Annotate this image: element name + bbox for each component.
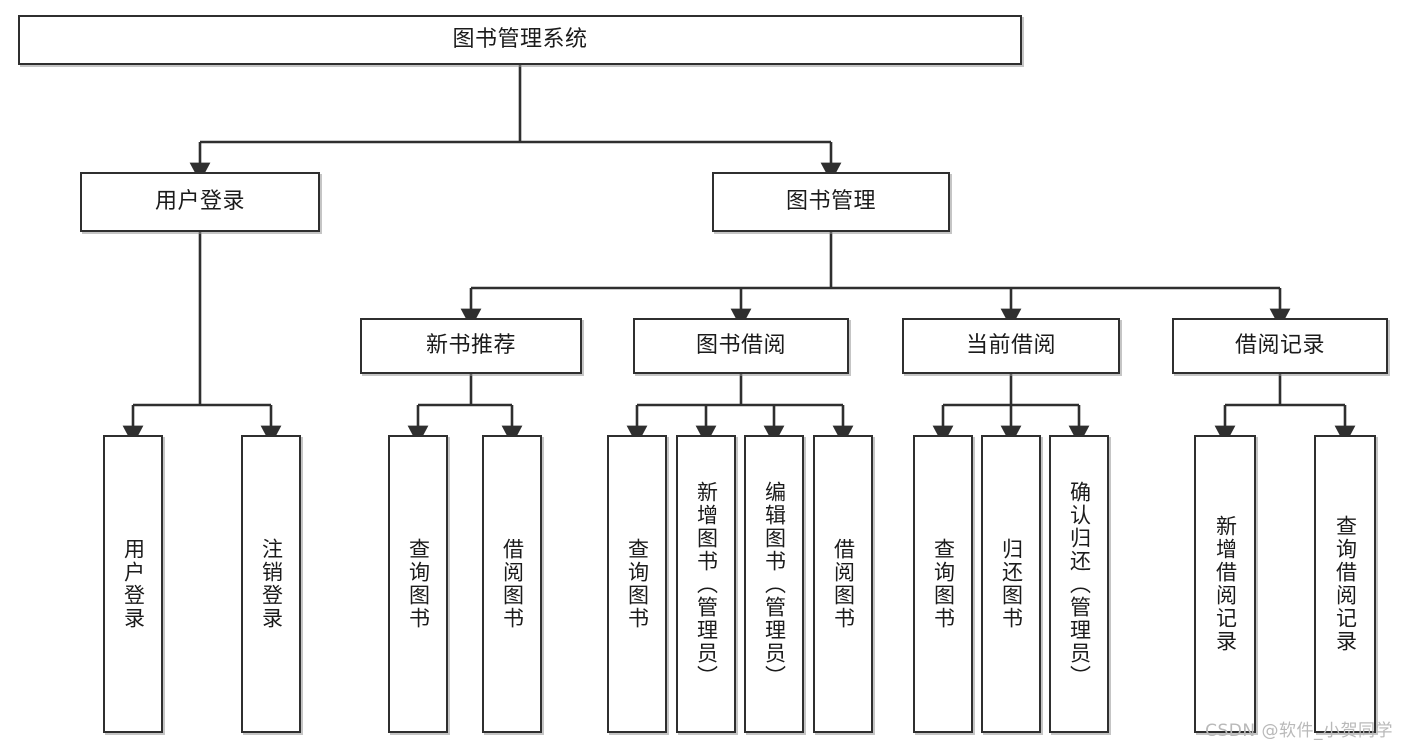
node-leaf-user-login[interactable]: 用户登录 (103, 435, 163, 733)
node-label-leaf-query-book-3: 查询图书 (931, 538, 956, 630)
node-label-leaf-add-borrow-record: 新增借阅记录 (1213, 515, 1238, 653)
node-label-leaf-logout-login: 注销登录 (259, 538, 284, 630)
node-book-management[interactable]: 图书管理 (712, 172, 950, 232)
node-leaf-query-book-3[interactable]: 查询图书 (913, 435, 973, 733)
node-label-new-book-recommend: 新书推荐 (425, 333, 516, 359)
node-user-login[interactable]: 用户登录 (80, 172, 320, 232)
node-leaf-return-book[interactable]: 归还图书 (981, 435, 1041, 733)
node-current-borrow[interactable]: 当前借阅 (902, 318, 1120, 374)
node-label-leaf-query-book-2: 查询图书 (625, 538, 650, 630)
node-leaf-borrow-book-2[interactable]: 借阅图书 (813, 435, 873, 733)
node-label-leaf-return-book: 归还图书 (999, 538, 1024, 630)
node-new-book-recommend[interactable]: 新书推荐 (360, 318, 582, 374)
node-leaf-add-borrow-record[interactable]: 新增借阅记录 (1194, 435, 1256, 733)
edges-group (122, 65, 1356, 446)
node-leaf-edit-book-admin[interactable]: 编辑图书（管理员） (744, 435, 804, 733)
node-label-borrow-record: 借阅记录 (1234, 333, 1325, 359)
node-label-leaf-query-borrow-record: 查询借阅记录 (1333, 515, 1358, 653)
node-label-leaf-add-book-admin: 新增图书（管理员） (694, 480, 719, 688)
node-label-book-borrow: 图书借阅 (695, 333, 786, 359)
node-root[interactable]: 图书管理系统 (18, 15, 1022, 65)
node-label-current-borrow: 当前借阅 (965, 333, 1056, 359)
node-leaf-query-book-1[interactable]: 查询图书 (388, 435, 448, 733)
node-leaf-query-borrow-record[interactable]: 查询借阅记录 (1314, 435, 1376, 733)
node-label-user-login: 用户登录 (154, 189, 245, 215)
node-label-leaf-query-book-1: 查询图书 (406, 538, 431, 630)
node-label-leaf-user-login: 用户登录 (121, 538, 146, 630)
node-label-leaf-borrow-book-2: 借阅图书 (831, 538, 856, 630)
node-borrow-record[interactable]: 借阅记录 (1172, 318, 1388, 374)
node-leaf-borrow-book-1[interactable]: 借阅图书 (482, 435, 542, 733)
node-leaf-add-book-admin[interactable]: 新增图书（管理员） (676, 435, 736, 733)
node-leaf-confirm-return-admin[interactable]: 确认归还（管理员） (1049, 435, 1109, 733)
node-label-leaf-edit-book-admin: 编辑图书（管理员） (762, 480, 787, 688)
watermark-label: CSDN @软件_小贺同学 (1205, 721, 1393, 741)
node-leaf-query-book-2[interactable]: 查询图书 (607, 435, 667, 733)
node-label-leaf-borrow-book-1: 借阅图书 (500, 538, 525, 630)
node-leaf-logout-login[interactable]: 注销登录 (241, 435, 301, 733)
node-label-root: 图书管理系统 (452, 27, 588, 53)
node-label-book-management: 图书管理 (785, 189, 876, 215)
node-book-borrow[interactable]: 图书借阅 (633, 318, 849, 374)
node-label-leaf-confirm-return-admin: 确认归还（管理员） (1067, 480, 1092, 688)
